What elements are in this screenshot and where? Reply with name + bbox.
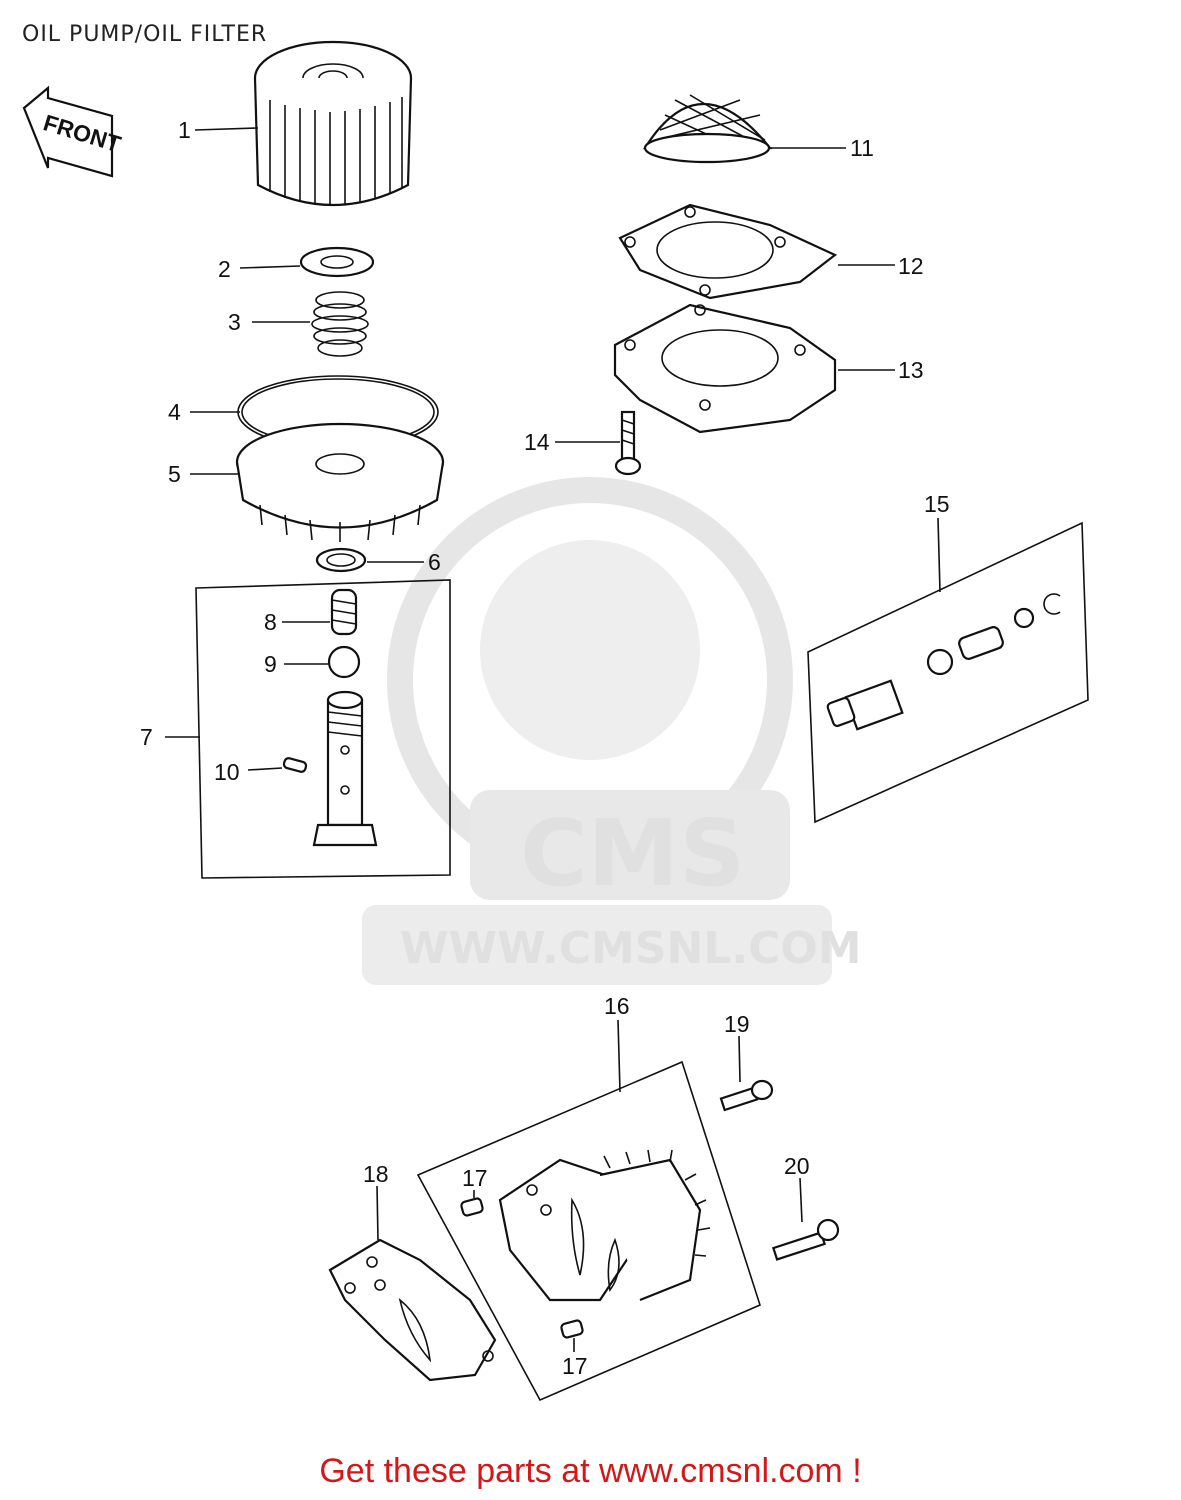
screw-19 (719, 1035, 774, 1112)
oil-pump-assembly-16 (416, 1019, 761, 1402)
pump-cover-13 (613, 303, 895, 434)
callout-12: 12 (898, 253, 924, 279)
callout-3: 3 (228, 309, 241, 335)
filter-cover-5 (190, 422, 445, 542)
callout-11: 11 (850, 135, 874, 161)
callout-7: 7 (140, 724, 153, 750)
callout-8: 8 (264, 609, 277, 635)
pump-gasket-18 (328, 1185, 497, 1382)
dowel-pin-17-bottom (560, 1319, 584, 1352)
screw-20 (771, 1177, 840, 1261)
washer-2 (239, 246, 375, 278)
callout-10: 10 (214, 759, 240, 785)
callout-9: 9 (264, 651, 277, 677)
callout-1: 1 (178, 117, 191, 143)
callout-19: 19 (724, 1011, 750, 1037)
callout-13: 13 (898, 357, 924, 383)
callout-17-top: 17 (462, 1165, 488, 1191)
bypass-valve-body (312, 690, 378, 847)
callout-18: 18 (363, 1161, 389, 1187)
callout-5: 5 (168, 461, 181, 487)
relief-valve-15 (807, 517, 1089, 824)
footer-link-text[interactable]: Get these parts at www.cmsnl.com ! (319, 1452, 862, 1490)
callout-2: 2 (218, 256, 231, 282)
dowel-pin-10 (247, 757, 308, 773)
oil-screen-11 (643, 94, 846, 164)
steel-ball-9 (284, 645, 361, 679)
oil-filter-element (194, 40, 413, 206)
callout-15: 15 (924, 491, 950, 517)
watermark-url: WWW.CMSNL.COM (400, 923, 862, 974)
cms-watermark: CMS WWW.CMSNL.COM (362, 477, 862, 985)
spring-3 (252, 291, 369, 357)
watermark-brand: CMS (520, 800, 745, 907)
callout-20: 20 (784, 1153, 810, 1179)
callout-4: 4 (168, 399, 181, 425)
o-ring-6 (315, 547, 424, 573)
spring-8 (282, 588, 358, 636)
gasket-12 (618, 203, 895, 300)
bypass-valve-group-box (165, 579, 451, 879)
callout-16: 16 (604, 993, 630, 1019)
page-title: OIL PUMP/OIL FILTER (22, 22, 268, 47)
dowel-pin-17-top (460, 1190, 484, 1217)
callout-6: 6 (428, 549, 441, 575)
front-arrow-icon: FRONT (22, 85, 124, 178)
bolt-14 (555, 410, 642, 476)
callout-17-bottom: 17 (562, 1353, 588, 1379)
callout-14: 14 (524, 429, 550, 455)
